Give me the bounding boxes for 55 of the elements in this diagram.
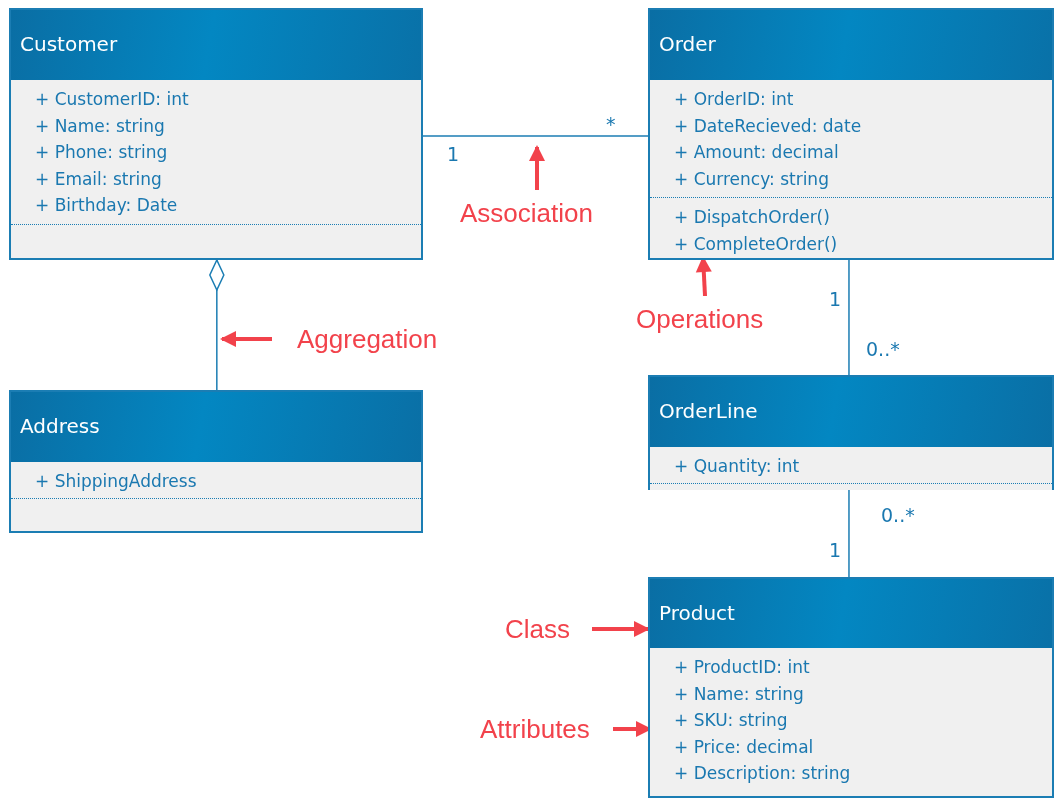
operation-text: + DispatchOrder()	[674, 206, 830, 229]
multiplicity-label: 1	[829, 539, 842, 561]
class-box	[648, 8, 1054, 260]
class-name: Product	[659, 601, 735, 625]
operations-compartment	[11, 224, 421, 258]
attributes-compartment	[650, 80, 1052, 197]
class-box	[9, 390, 423, 533]
attribute-text: + Birthday: Date	[35, 194, 178, 217]
multiplicity-label: 0..*	[881, 504, 915, 526]
attribute-text: + OrderID: int	[674, 88, 794, 111]
annotation-label: Attributes	[480, 712, 590, 746]
annotation-label: Operations	[636, 302, 764, 336]
association-line	[220, 331, 272, 347]
attribute-text: + Amount: decimal	[674, 141, 839, 164]
annotation-label: Class	[505, 612, 570, 646]
operations-compartment	[650, 483, 1052, 490]
multiplicity-label: 0..*	[866, 338, 900, 360]
annotation-label: Association	[460, 196, 593, 230]
attribute-text: + SKU: string	[674, 709, 788, 732]
attributes-compartment	[11, 80, 421, 224]
class-box	[9, 8, 423, 260]
class-name: Address	[20, 414, 100, 438]
attributes-compartment	[11, 462, 421, 498]
multiplicity-label: *	[606, 113, 616, 135]
attribute-text: + DateRecieved: date	[674, 114, 862, 138]
association-line	[592, 620, 650, 637]
attribute-text: + CustomerID: int	[35, 88, 189, 111]
attribute-text: + Phone: string	[35, 141, 168, 164]
attribute-text: + Price: decimal	[674, 735, 814, 759]
annotation-label: Aggregation	[297, 322, 438, 356]
attribute-text: + Name: string	[35, 114, 165, 138]
class-box	[648, 577, 1054, 798]
multiplicity-label: 1	[447, 143, 460, 165]
attribute-text: + ShippingAddress	[35, 470, 197, 493]
class-name: OrderLine	[659, 399, 758, 423]
operations-compartment	[11, 498, 421, 531]
multiplicity-label: 1	[829, 288, 842, 310]
attributes-compartment	[650, 447, 1052, 483]
operation-text: + CompleteOrder()	[674, 232, 838, 256]
attribute-text: + ProductID: int	[674, 656, 810, 679]
aggregation-connector	[209, 259, 225, 391]
attribute-text: + Currency: string	[674, 167, 829, 191]
class-box	[648, 375, 1054, 490]
association-line	[848, 489, 850, 578]
association-line	[529, 145, 545, 190]
operations-compartment	[650, 197, 1052, 258]
class-name: Order	[659, 32, 716, 56]
association-line	[848, 259, 850, 376]
attributes-compartment	[650, 648, 1052, 796]
attribute-text: + Description: string	[674, 762, 851, 785]
attribute-text: + Quantity: int	[674, 455, 800, 478]
attribute-text: + Email: string	[35, 167, 162, 191]
class-name: Customer	[20, 32, 118, 56]
association-line	[422, 135, 649, 137]
attribute-text: + Name: string	[674, 682, 804, 706]
